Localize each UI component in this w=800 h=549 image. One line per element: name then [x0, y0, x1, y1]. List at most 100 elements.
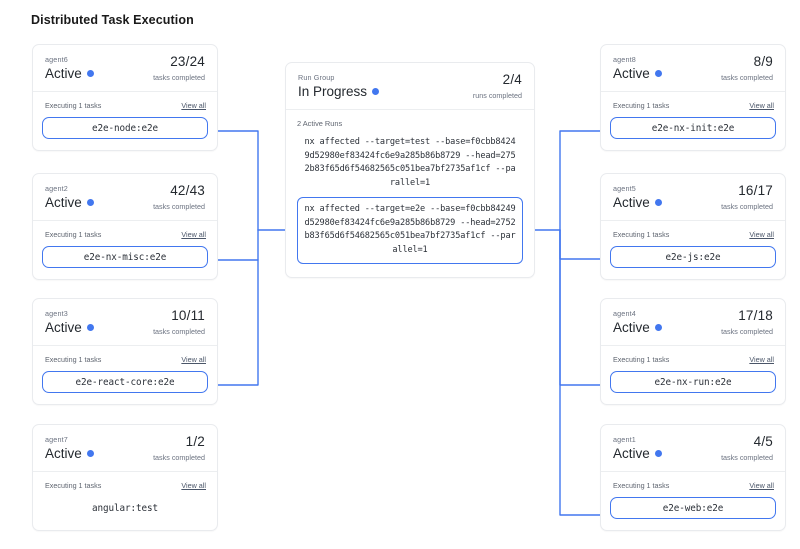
- agent-progress: 10/11 tasks completed: [153, 308, 205, 336]
- agent-body-header: Executing 1 tasks View all: [42, 481, 208, 490]
- run-group-count: 2/4: [502, 72, 522, 87]
- agent-count: 1/2: [185, 434, 205, 449]
- run-group-progress: 2/4 runs completed: [473, 72, 522, 100]
- agent-status-label: Active: [613, 446, 650, 461]
- agent-card-header: agent7 Active 1/2 tasks completed: [33, 425, 217, 472]
- agent-status-label: Active: [45, 66, 82, 81]
- agent-count: 23/24: [170, 54, 205, 69]
- active-runs-label: 2 Active Runs: [297, 119, 343, 128]
- agent-body-header: Executing 1 tasks View all: [42, 101, 208, 110]
- executing-label: Executing 1 tasks: [45, 101, 102, 110]
- status-dot-icon: [86, 199, 94, 206]
- agent-name: agent5: [613, 184, 636, 193]
- agent-card-agent8[interactable]: agent8 Active 8/9 tasks completed Execut…: [600, 44, 786, 151]
- task-pill[interactable]: e2e-js:e2e: [610, 246, 776, 268]
- executing-label: Executing 1 tasks: [613, 230, 670, 239]
- agent-count-sublabel: tasks completed: [721, 453, 773, 462]
- executing-label: Executing 1 tasks: [613, 481, 670, 490]
- task-pill[interactable]: e2e-web:e2e: [610, 497, 776, 519]
- view-all-link[interactable]: View all: [749, 101, 774, 110]
- status-dot-icon: [86, 70, 94, 77]
- agent-progress: 23/24 tasks completed: [153, 54, 205, 82]
- agent-card-agent2[interactable]: agent2 Active 42/43 tasks completed Exec…: [32, 173, 218, 280]
- executing-label: Executing 1 tasks: [613, 355, 670, 364]
- agent-count-sublabel: tasks completed: [153, 73, 205, 82]
- agent-name: agent8: [613, 55, 636, 64]
- status-dot-icon: [654, 199, 662, 206]
- task-pill[interactable]: e2e-node:e2e: [42, 117, 208, 139]
- agent-card-header: agent1 Active 4/5 tasks completed: [601, 425, 785, 472]
- agent-status: Active: [613, 65, 773, 82]
- task-pill[interactable]: e2e-react-core:e2e: [42, 371, 208, 393]
- agent-card-agent3[interactable]: agent3 Active 10/11 tasks completed Exec…: [32, 298, 218, 405]
- agent-status: Active: [45, 319, 205, 336]
- status-dot-icon: [86, 324, 94, 331]
- run-group-card[interactable]: Run Group In Progress 2/4 runs completed…: [285, 62, 535, 278]
- agent-status: Active: [45, 194, 205, 211]
- agent-card-header: agent2 Active 42/43 tasks completed: [33, 174, 217, 221]
- status-dot-icon: [654, 70, 662, 77]
- agent-status-label: Active: [613, 66, 650, 81]
- agent-body-header: Executing 1 tasks View all: [610, 101, 776, 110]
- agent-status: Active: [613, 194, 773, 211]
- agent-progress: 4/5 tasks completed: [721, 434, 773, 462]
- agent-card-agent5[interactable]: agent5 Active 16/17 tasks completed Exec…: [600, 173, 786, 280]
- agent-name: agent1: [613, 435, 636, 444]
- agent-count: 42/43: [170, 183, 205, 198]
- agent-status-label: Active: [613, 320, 650, 335]
- agent-progress: 42/43 tasks completed: [153, 183, 205, 211]
- run-command-highlighted[interactable]: nx affected --target=e2e --base=f0cbb842…: [297, 197, 523, 264]
- view-all-link[interactable]: View all: [181, 355, 206, 364]
- agent-card-header: agent8 Active 8/9 tasks completed: [601, 45, 785, 92]
- agent-count: 4/5: [753, 434, 773, 449]
- view-all-link[interactable]: View all: [181, 481, 206, 490]
- task-pill[interactable]: e2e-nx-run:e2e: [610, 371, 776, 393]
- agent-count-sublabel: tasks completed: [153, 453, 205, 462]
- agent-card-body: Executing 1 tasks View all angular:test: [33, 472, 217, 530]
- agent-count: 8/9: [753, 54, 773, 69]
- executing-label: Executing 1 tasks: [45, 481, 102, 490]
- status-dot-icon: [654, 324, 662, 331]
- run-group-count-sublabel: runs completed: [472, 91, 522, 100]
- agent-count-sublabel: tasks completed: [721, 73, 773, 82]
- agent-status: Active: [45, 65, 205, 82]
- executing-label: Executing 1 tasks: [45, 230, 102, 239]
- task-pill[interactable]: e2e-nx-init:e2e: [610, 117, 776, 139]
- agent-card-body: Executing 1 tasks View all e2e-node:e2e: [33, 92, 217, 150]
- run-command-plain[interactable]: nx affected --target=test --base=f0cbb84…: [304, 137, 516, 188]
- agent-name: agent6: [45, 55, 68, 64]
- view-all-link[interactable]: View all: [749, 230, 774, 239]
- agent-count-sublabel: tasks completed: [153, 202, 205, 211]
- agent-count-sublabel: tasks completed: [721, 327, 773, 336]
- agent-card-body: Executing 1 tasks View all e2e-web:e2e: [601, 472, 785, 530]
- agent-card-agent4[interactable]: agent4 Active 17/18 tasks completed Exec…: [600, 298, 786, 405]
- agent-status: Active: [45, 445, 205, 462]
- agent-card-body: Executing 1 tasks View all e2e-js:e2e: [601, 221, 785, 279]
- task-pill[interactable]: e2e-nx-misc:e2e: [42, 246, 208, 268]
- agent-card-agent1[interactable]: agent1 Active 4/5 tasks completed Execut…: [600, 424, 786, 531]
- agent-body-header: Executing 1 tasks View all: [610, 481, 776, 490]
- agent-card-agent7[interactable]: agent7 Active 1/2 tasks completed Execut…: [32, 424, 218, 531]
- run-group-status-label: In Progress: [298, 84, 368, 99]
- view-all-link[interactable]: View all: [181, 230, 206, 239]
- view-all-link[interactable]: View all: [181, 101, 206, 110]
- view-all-link[interactable]: View all: [749, 481, 774, 490]
- agent-progress: 16/17 tasks completed: [721, 183, 773, 211]
- task-label[interactable]: angular:test: [92, 502, 158, 514]
- agent-progress: 8/9 tasks completed: [721, 54, 773, 82]
- agent-status-label: Active: [613, 195, 650, 210]
- agent-count: 17/18: [738, 308, 773, 323]
- agent-card-agent6[interactable]: agent6 Active 23/24 tasks completed Exec…: [32, 44, 218, 151]
- executing-label: Executing 1 tasks: [45, 355, 102, 364]
- view-all-link[interactable]: View all: [749, 355, 774, 364]
- agent-body-header: Executing 1 tasks View all: [610, 355, 776, 364]
- agent-body-header: Executing 1 tasks View all: [42, 355, 208, 364]
- agent-card-body: Executing 1 tasks View all e2e-nx-init:e…: [601, 92, 785, 150]
- run-group-body: 2 Active Runs nx affected --target=test …: [286, 110, 534, 277]
- status-dot-icon: [654, 450, 662, 457]
- agent-name: agent4: [613, 309, 636, 318]
- run-group-status: In Progress: [298, 83, 522, 100]
- agent-name: agent7: [45, 435, 68, 444]
- agent-count: 10/11: [171, 308, 205, 323]
- agent-status-label: Active: [45, 320, 82, 335]
